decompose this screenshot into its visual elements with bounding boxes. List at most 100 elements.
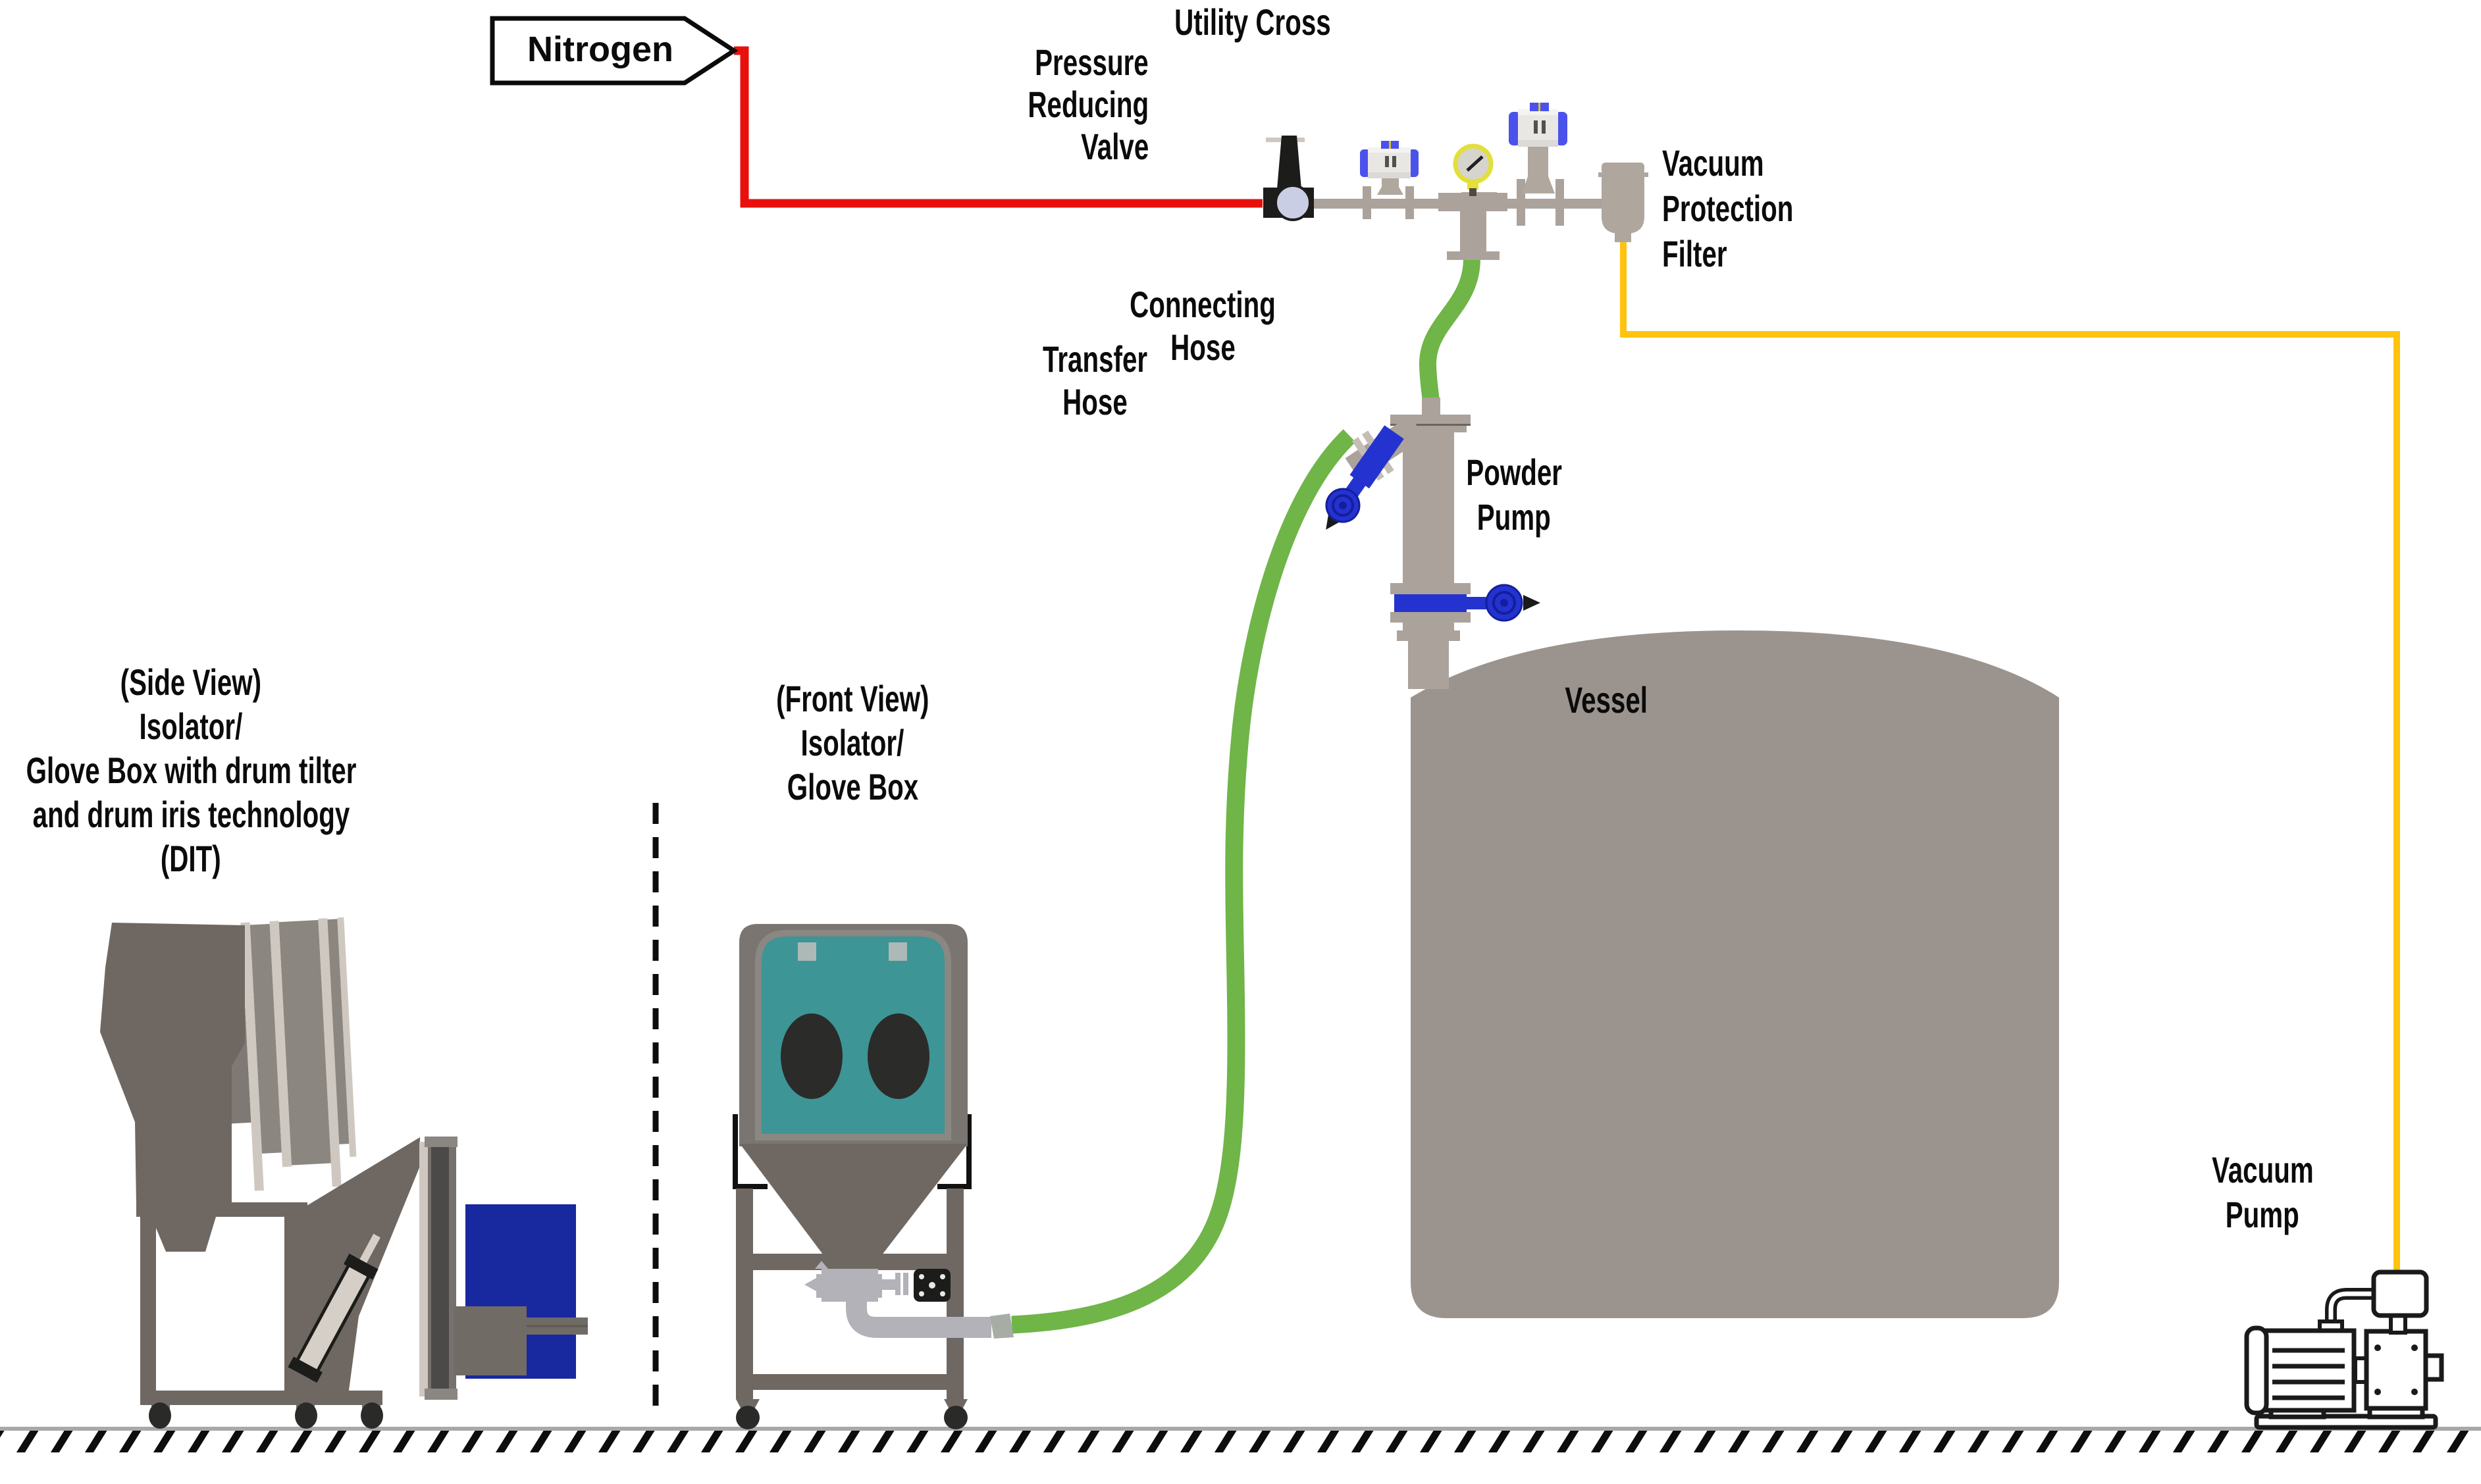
pressure-gauge-icon: [1453, 143, 1494, 196]
actuator-cap: [1509, 112, 1521, 145]
side-view-label-line1: (Side View): [120, 661, 262, 703]
cylinder-body: [290, 1255, 376, 1381]
outlet-pipe: [882, 1279, 898, 1290]
flange-seam: [1390, 424, 1471, 426]
glovebox-frame-bar: [753, 1254, 947, 1270]
bellows-rail: [240, 922, 264, 1191]
outlet-clamp-b: [822, 1269, 878, 1302]
front-view-label-line3: Glove Box: [787, 766, 918, 807]
cylinder-rod: [359, 1233, 380, 1264]
actuator-tab: [1391, 141, 1399, 149]
valve-body: [1394, 594, 1467, 613]
cross-bottom-flange: [1447, 251, 1500, 260]
pump-port-nub: [2423, 1353, 2444, 1382]
bellows-slat: [325, 919, 350, 1144]
filter-lid: [1602, 163, 1644, 174]
gauge-needle: [1466, 155, 1484, 172]
actuator-cap: [1555, 112, 1567, 145]
actuator-base: [1518, 140, 1558, 147]
side-hopper-lower: [135, 1121, 232, 1204]
prv-stem: [1277, 136, 1301, 189]
ground-hatch: [0, 1431, 2481, 1452]
prv-label-line2: Reducing: [1028, 84, 1149, 125]
drum-brackets: [733, 1114, 972, 1189]
side-hopper-body: [100, 923, 245, 1122]
front-view-label-line1: (Front View): [775, 678, 929, 719]
iris-motor: [454, 1306, 527, 1375]
vacuum-line: [1620, 241, 2400, 1280]
vacuum-pump-label-line1: Vacuum: [2211, 1149, 2314, 1190]
filter-outlet: [1615, 232, 1631, 242]
actuator-slot: [1392, 156, 1396, 167]
vessel-inlet-pipe: [1408, 640, 1449, 689]
vacuum-pump-label-line2: Pump: [2225, 1194, 2300, 1235]
actuator-top: [1368, 147, 1411, 153]
clamp-tooth: [804, 1278, 816, 1291]
powder-pump-label-line2: Pump: [1476, 496, 1552, 538]
door-slot: [431, 1146, 449, 1392]
side-view-label-line4: and drum iris technology: [32, 794, 350, 835]
prv-label-line3: Valve: [1080, 126, 1149, 167]
glovebox-casters: [736, 1399, 968, 1429]
prv-label-line1: Pressure: [1035, 41, 1149, 83]
connecting-hose-label-line2: Hose: [1170, 326, 1236, 368]
vacuum-protection-filter-icon: [1598, 163, 1648, 242]
pump-inlet-box: [2371, 1269, 2429, 1318]
vpf-label-line2: Protection: [1662, 188, 1794, 229]
actuator-tab: [1381, 141, 1389, 149]
side-base-bar: [140, 1391, 382, 1405]
cylinder-edge: [290, 1255, 355, 1371]
pump-head: [2364, 1329, 2428, 1411]
actuator-top: [1518, 109, 1558, 115]
bellows-slat: [249, 923, 282, 1154]
glovebox-frame-bar: [753, 1374, 947, 1390]
flange: [1390, 583, 1471, 594]
hose-coupler: [990, 1314, 1014, 1339]
tilt-cylinder: [288, 1233, 380, 1383]
filter-flange: [1598, 172, 1648, 177]
bellows-rail: [318, 918, 342, 1187]
butterfly-valve-diagonal: [1325, 425, 1404, 530]
flange: [1555, 179, 1564, 226]
actuator-indicator: [1538, 103, 1540, 111]
bellows-slat: [278, 919, 331, 1165]
door-cap-bottom: [425, 1389, 457, 1400]
valve-nub: [1523, 595, 1540, 611]
connecting-hose-label-line1: Connecting: [1130, 284, 1276, 325]
door-rail: [419, 1142, 428, 1396]
actuator-slot: [1534, 120, 1538, 134]
side-frame-rail: [136, 1202, 307, 1217]
nitrogen-supply-line: [734, 46, 1263, 208]
nitrogen-label: Nitrogen: [527, 30, 673, 69]
valve-flare: [1377, 187, 1403, 195]
drum-tilter-bellows: [217, 917, 357, 1191]
pressure-reducing-valve-icon: [1263, 136, 1314, 221]
transfer-hose: [1011, 429, 1356, 1334]
pump-bolts: [2374, 1344, 2418, 1395]
actuator-base: [1368, 172, 1411, 178]
valve-flare: [1522, 176, 1555, 193]
valve-ring: [1332, 494, 1354, 517]
ground: [0, 1427, 2481, 1452]
outlet-flange: [903, 1273, 908, 1295]
window-latch: [798, 942, 816, 961]
glove-port: [781, 1013, 843, 1099]
pump-outlet-pipe: [1403, 623, 1454, 632]
valve-hub: [1500, 599, 1508, 607]
side-view-label-line3: Glove Box with drum tilter: [26, 750, 356, 791]
window-latch: [889, 942, 907, 961]
drum-iris-door: [419, 1137, 457, 1400]
gauge-stub: [1461, 192, 1497, 200]
valve-body: [1349, 425, 1404, 489]
pump-motor-cap: [2244, 1325, 2269, 1416]
actuated-valve-2-icon: [1509, 103, 1567, 226]
valve-neck: [1528, 147, 1548, 180]
flange: [1517, 179, 1525, 226]
clamp-tooth: [815, 1261, 828, 1269]
pump-outlet-flange: [1397, 630, 1460, 641]
powder-pump-label-line1: Powder: [1466, 451, 1562, 493]
glove-port: [868, 1013, 929, 1099]
connecting-hose: [1419, 258, 1480, 403]
vpf-label-line3: Filter: [1662, 233, 1727, 274]
front-view-label-line2: Isolator/: [800, 722, 904, 763]
